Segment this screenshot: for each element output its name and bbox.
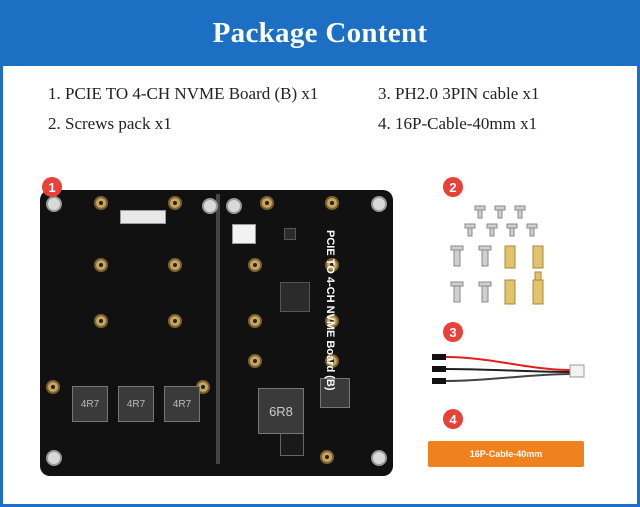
list-item: 4. 16P-Cable-40mm x1	[378, 114, 538, 133]
standoff-pad	[168, 258, 182, 272]
mount-hole	[46, 196, 62, 212]
standoff-pad	[325, 314, 339, 328]
standoff-pad	[260, 196, 274, 210]
list-item: 2. Screws pack x1	[48, 114, 172, 133]
standoff-pad	[325, 196, 339, 210]
header-bar: Package Content	[0, 0, 640, 66]
inductor: 4R7	[118, 386, 154, 422]
standoff-pad	[248, 314, 262, 328]
badge-item-3: 3	[443, 322, 463, 342]
standoff-pad	[168, 196, 182, 210]
inductor: 4R7	[164, 386, 200, 422]
badge-item-2: 2	[443, 177, 463, 197]
standoff-pad	[94, 314, 108, 328]
standoff-pad	[325, 258, 339, 272]
fpc-connector	[120, 210, 166, 224]
page-title: Package Content	[212, 16, 428, 49]
badge-item-1: 1	[42, 177, 62, 197]
ph20-cable-image	[432, 354, 585, 384]
board-divider	[216, 194, 220, 464]
mount-hole	[226, 198, 242, 214]
standoff-pad	[94, 196, 108, 210]
fpc-cable-label: 16P-Cable-40mm	[469, 449, 543, 459]
ph20-connector	[232, 224, 256, 244]
inductor: 4R7	[72, 386, 108, 422]
badge-item-4: 4	[443, 409, 463, 429]
list-item: 1. PCIE TO 4-CH NVME Board (B) x1	[48, 84, 319, 103]
inductor: 6R8	[258, 388, 304, 434]
fpc-cable-image: 16P-Cable-40mm	[428, 441, 584, 467]
standoff-pad	[248, 258, 262, 272]
board-silkscreen: PCIE TO 4-CH NVME Board (B)	[324, 230, 336, 391]
standoff-pad	[320, 450, 334, 464]
standoff-pad	[248, 354, 262, 368]
mount-hole	[46, 450, 62, 466]
standoff-pad	[325, 354, 339, 368]
nvme-board-image: 4R7 4R7 4R7 6R8 PCIE TO 4-CH NVME Board …	[40, 190, 393, 476]
list-item: 3. PH2.0 3PIN cable x1	[378, 84, 540, 103]
screws-pack-image	[450, 205, 544, 305]
controller-chip	[280, 282, 310, 312]
mount-hole	[371, 196, 387, 212]
standoff-pad	[94, 258, 108, 272]
inductor-unlabeled	[320, 378, 350, 408]
small-chip	[284, 228, 296, 240]
mount-hole	[202, 198, 218, 214]
standoff-pad	[168, 314, 182, 328]
standoff-pad	[46, 380, 60, 394]
mount-hole	[371, 450, 387, 466]
